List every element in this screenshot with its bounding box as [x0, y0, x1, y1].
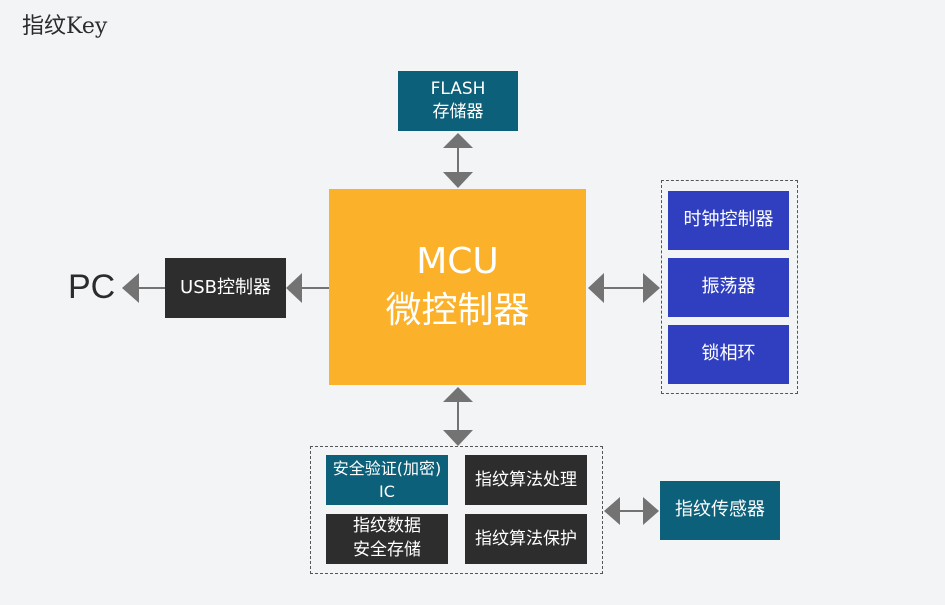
- mcu-box: MCU 微控制器: [329, 189, 586, 385]
- flash-storage-box: FLASH 存储器: [398, 71, 518, 131]
- diagram-title: 指纹Key: [22, 14, 108, 39]
- usb-pc-arrow: [122, 273, 165, 303]
- fingerprint-sensor-box: 指纹传感器: [660, 481, 780, 540]
- fingerprint-sensor-label: 指纹传感器: [675, 499, 765, 521]
- mcu-label-line1: MCU: [416, 241, 499, 283]
- mcu-usb-arrow: [286, 273, 329, 303]
- flash-label-line1: FLASH: [430, 79, 486, 100]
- mcu-security-double-arrow: [443, 387, 473, 446]
- auth-ic-label-line2: IC: [379, 482, 395, 501]
- security-group-frame: [310, 446, 603, 574]
- pll-label: 锁相环: [701, 343, 756, 365]
- fp-storage-box: 指纹数据 安全存储: [326, 514, 448, 564]
- usb-controller-label: USB控制器: [180, 276, 271, 298]
- clock-controller-label: 时钟控制器: [683, 209, 774, 231]
- clock-controller-box: 时钟控制器: [668, 191, 789, 250]
- oscillator-label: 振荡器: [701, 276, 756, 298]
- clock-group-frame: [661, 180, 798, 394]
- pll-box: 锁相环: [668, 325, 789, 384]
- fp-storage-label-line2: 安全存储: [353, 540, 421, 560]
- fp-processing-box: 指纹算法处理: [465, 455, 587, 505]
- fp-processing-label: 指纹算法处理: [475, 469, 577, 490]
- auth-ic-label-line1: 安全验证(加密): [332, 458, 442, 478]
- security-sensor-double-arrow: [604, 497, 659, 525]
- flash-mcu-double-arrow: [443, 133, 473, 188]
- flash-label-line2: 存储器: [432, 102, 484, 122]
- oscillator-box: 振荡器: [668, 258, 789, 317]
- fp-protection-box: 指纹算法保护: [465, 514, 587, 564]
- fp-storage-label-line1: 指纹数据: [353, 516, 421, 537]
- fp-protection-label: 指纹算法保护: [475, 528, 577, 549]
- pc-label: PC: [68, 268, 116, 306]
- auth-ic-box: 安全验证(加密) IC: [326, 455, 448, 505]
- mcu-clock-double-arrow: [588, 273, 660, 303]
- mcu-label-line2: 微控制器: [385, 290, 530, 331]
- usb-controller-box: USB控制器: [165, 258, 286, 318]
